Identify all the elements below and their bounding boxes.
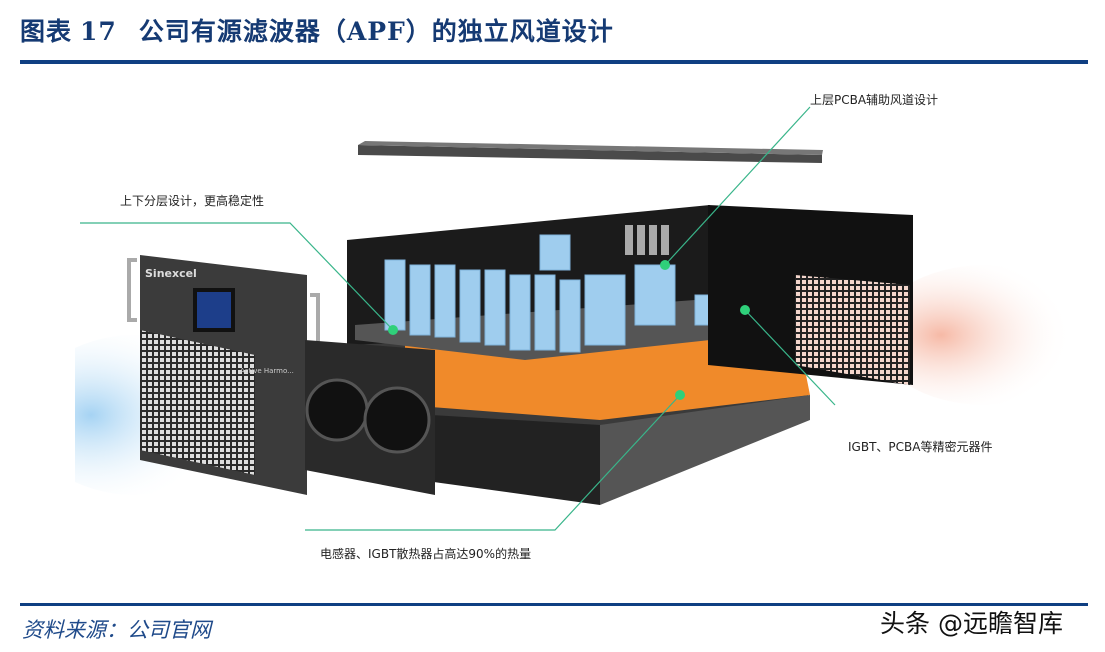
cooling-fans [305, 340, 435, 495]
callout-igbt-pcba: IGBT、PCBA等精密元器件 [848, 440, 993, 454]
top-cover [358, 145, 822, 163]
figure-title-text: 公司有源滤波器（APF）的独立风道设计 [138, 17, 614, 46]
figure-number: 17 [80, 17, 117, 46]
top-cover-edge [358, 141, 823, 155]
apf-exploded-view [25, 106, 1095, 531]
figure-prefix: 图表 [20, 17, 73, 46]
callout-lines [80, 106, 836, 531]
callout-heat-source: 电感器、IGBT散热器占高达90%的热量 [320, 547, 532, 561]
front-grille [140, 330, 255, 475]
terminals [625, 225, 669, 255]
source-divider [20, 603, 1088, 606]
capacitor-bank [384, 234, 756, 353]
brand-logo: Sinexcel [145, 267, 197, 280]
panel-model-text: Active Harmo... [240, 367, 294, 375]
title-divider [20, 60, 1088, 64]
callout-upper-pcba: 上层PCBA辅助风道设计 [810, 93, 939, 107]
chassis-side [600, 395, 810, 505]
source-note: 资料来源：公司官网 [22, 618, 211, 642]
highlight-dots [388, 260, 750, 400]
apf-airflow-illustration: Sinexcel Active Harmo... 上层PCBA辅助风道设计 上下… [25, 75, 1095, 590]
display-screen [193, 288, 235, 332]
fan-icon [305, 378, 369, 442]
watermark: 头条 @远瞻智库 [880, 609, 1063, 638]
hot-air-flow [875, 265, 1095, 405]
callout-layered-design: 上下分层设计，更高稳定性 [120, 194, 265, 208]
rear-grille [795, 275, 910, 385]
fan-icon [363, 386, 431, 454]
